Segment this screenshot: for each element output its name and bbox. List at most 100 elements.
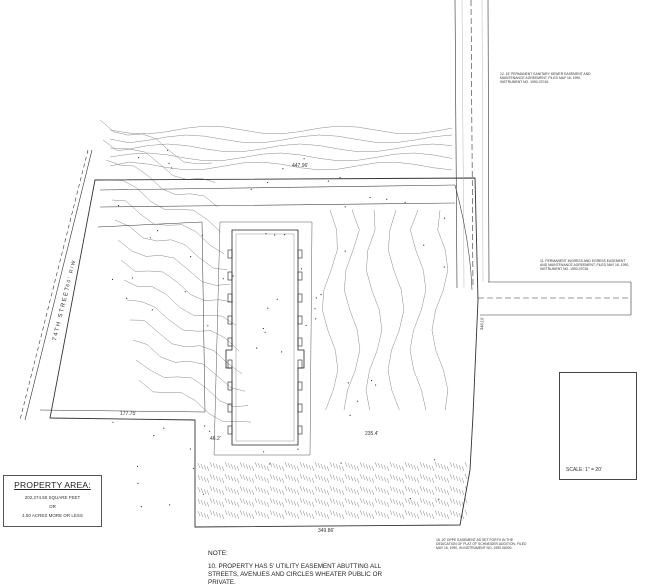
hatch-mark <box>338 488 342 495</box>
hatch-mark <box>452 474 456 481</box>
hatch-mark <box>428 512 432 519</box>
hatch-mark <box>446 501 450 508</box>
contour-line <box>129 319 243 375</box>
hatch-mark <box>389 485 393 492</box>
hatch-mark <box>206 513 210 520</box>
hatch-mark <box>320 463 324 470</box>
hatch-mark <box>245 475 249 482</box>
hatch-mark <box>209 485 213 492</box>
hatch-mark <box>332 486 336 493</box>
hatch-mark <box>269 509 273 516</box>
hatch-mark <box>317 510 321 517</box>
hatch-mark <box>404 485 408 492</box>
hatch-mark <box>404 497 408 504</box>
hatch-mark <box>299 473 303 480</box>
hatch-mark <box>350 463 354 470</box>
hatch-mark <box>290 475 294 482</box>
hatch-mark <box>266 501 270 508</box>
hatch-mark <box>452 510 456 517</box>
hatch-mark <box>437 474 441 481</box>
hatch-mark <box>254 497 258 504</box>
spot-elevation-mark <box>267 181 269 184</box>
hatch-mark <box>443 512 447 519</box>
hatch-mark <box>335 487 339 494</box>
hatch-mark <box>299 497 303 504</box>
hatch-mark <box>458 488 462 495</box>
hatch-mark <box>434 461 438 468</box>
hatch-mark <box>389 497 393 504</box>
hatch-mark <box>302 486 306 493</box>
hatch-mark <box>314 473 318 480</box>
note-title: NOTE: <box>208 550 228 557</box>
hatch-mark <box>254 485 258 492</box>
spot-elevation-mark <box>189 448 191 450</box>
hatch-mark <box>239 509 243 516</box>
contour-line <box>431 209 449 411</box>
hatch-mark <box>230 511 234 518</box>
hatch-mark <box>332 474 336 481</box>
hatch-mark <box>215 511 219 518</box>
hatch-mark <box>431 513 435 520</box>
contour-line <box>108 179 222 233</box>
hatch-mark <box>293 464 297 471</box>
hatch-mark <box>326 477 330 484</box>
hatch-mark <box>332 498 336 505</box>
hatch-mark <box>392 486 396 493</box>
hatch-mark <box>266 513 270 520</box>
lot-inner-edge <box>39 221 206 413</box>
hatch-mark <box>239 485 243 492</box>
hatch-mark <box>287 462 291 469</box>
hatch-mark <box>356 501 360 508</box>
hatch-mark <box>344 497 348 504</box>
hatch-mark <box>398 476 402 483</box>
hatch-mark <box>431 477 435 484</box>
hatch-mark <box>356 513 360 520</box>
hatch-mark <box>410 475 414 482</box>
hatch-mark <box>200 499 204 506</box>
hatch-mark <box>383 464 387 471</box>
hatch-mark <box>428 500 432 507</box>
hatch-mark <box>353 464 357 471</box>
hatch-mark <box>413 500 417 507</box>
hatch-mark <box>305 463 309 470</box>
hatch-mark <box>374 497 378 504</box>
hatch-mark <box>359 473 363 480</box>
hatch-mark <box>209 497 213 504</box>
hatch-mark <box>200 463 204 470</box>
hatch-mark <box>329 473 333 480</box>
hatch-mark <box>359 509 363 516</box>
hatch-mark <box>278 512 282 519</box>
hatch-mark <box>236 513 240 520</box>
hatch-mark <box>314 497 318 504</box>
spot-elevation-mark <box>344 206 346 208</box>
hatch-mark <box>224 497 228 504</box>
entry-drive <box>99 184 473 291</box>
hatch-mark <box>416 477 420 484</box>
hatch-mark <box>269 461 273 468</box>
hatch-mark <box>239 497 243 504</box>
hatch-mark <box>440 511 444 518</box>
hatch-mark <box>218 500 222 507</box>
easement-note-12: 12. 15' PERMANENT SANITARY SEWER EASEMEN… <box>500 72 591 85</box>
hatch-mark <box>416 465 420 472</box>
hatch-mark <box>326 513 330 520</box>
hatch-mark <box>329 485 333 492</box>
hatch-mark <box>437 498 441 505</box>
hatch-mark <box>293 476 297 483</box>
contour-line <box>109 152 453 162</box>
hatch-mark <box>458 464 462 471</box>
hatch-mark <box>383 488 387 495</box>
hatch-mark <box>320 487 324 494</box>
hatch-mark <box>419 509 423 516</box>
hatch-mark <box>263 512 267 519</box>
hatch-mark <box>347 498 351 505</box>
contour-line <box>123 279 237 326</box>
hatch-mark <box>383 512 387 519</box>
contour-line <box>409 209 427 411</box>
hatch-mark <box>419 461 423 468</box>
hatch-mark <box>347 510 351 517</box>
hatch-mark <box>254 461 258 468</box>
hatch-mark <box>368 488 372 495</box>
hatch-mark <box>263 488 267 495</box>
